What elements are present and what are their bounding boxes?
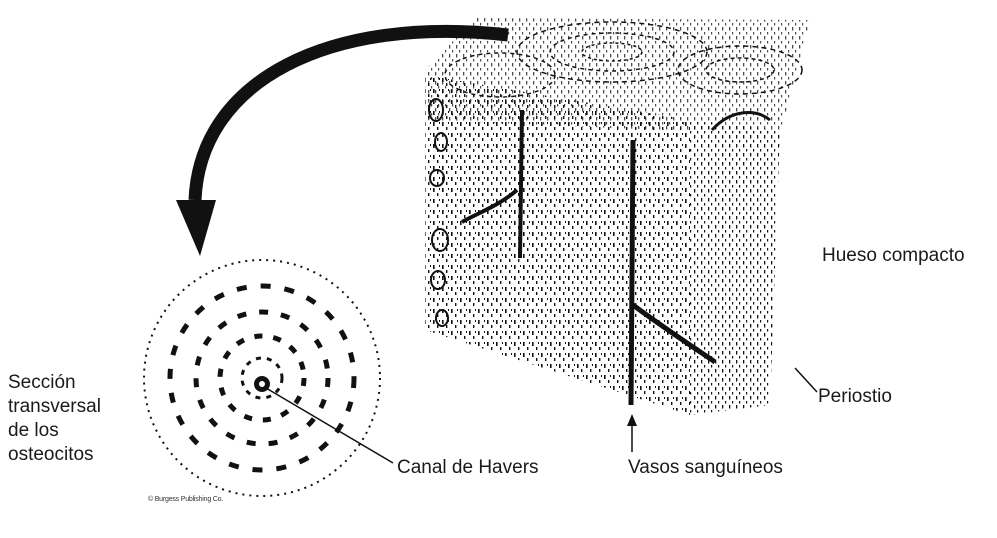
cross-section-label: Sección transversal de los osteocitos: [8, 371, 118, 467]
cross-section-label-line-3: de los: [8, 419, 118, 443]
vessels-arrowhead: [627, 414, 637, 426]
compact-bone-block: [425, 18, 810, 415]
compact-bone-label: Hueso compacto: [822, 244, 965, 268]
haversian-canal-label: Canal de Havers: [397, 456, 539, 480]
cross-section-label-line-1: Sección: [8, 371, 118, 395]
cross-section-label-line-4: osteocitos: [8, 443, 118, 467]
canal-leader-line: [266, 388, 393, 463]
periosteum-label: Periostio: [818, 385, 892, 409]
periosteum-leader-line: [795, 368, 817, 392]
cross-section-label-line-2: transversal: [8, 395, 118, 419]
osteocyte-cross-section: [144, 260, 380, 496]
blood-vessels-label: Vasos sanguíneos: [628, 456, 783, 480]
copyright-credit: © Burgess Publishing Co.: [148, 496, 223, 503]
